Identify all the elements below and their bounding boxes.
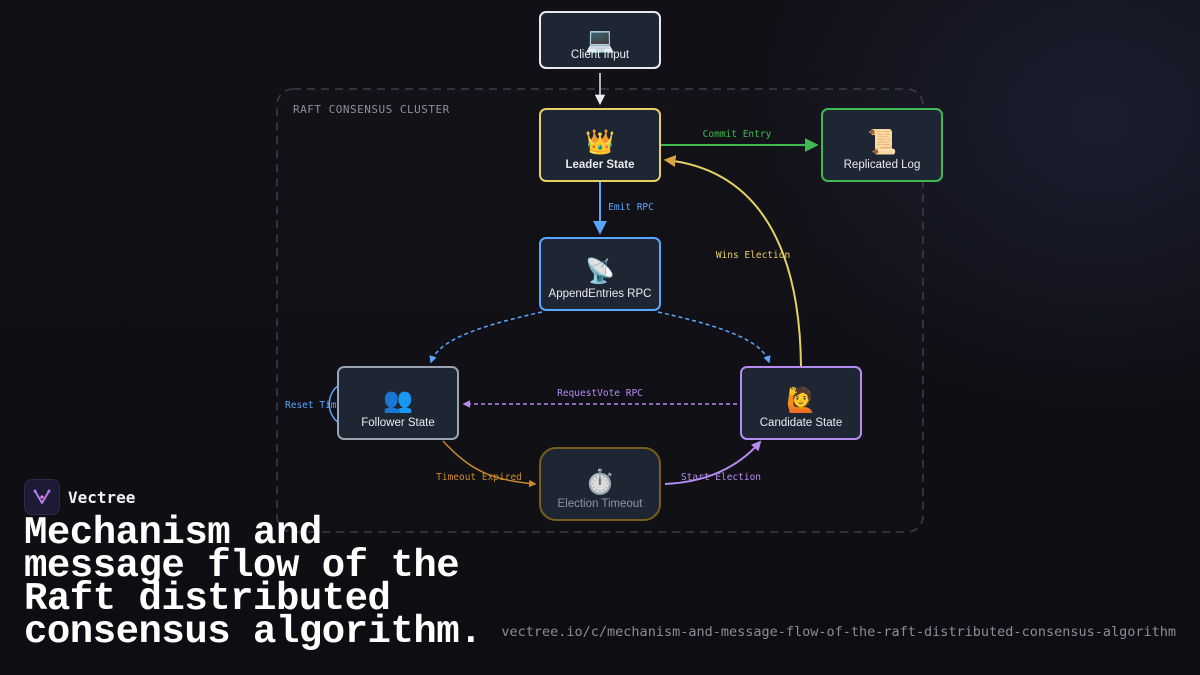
node-replicated-log[interactable]: 📜 Replicated Log bbox=[821, 108, 943, 182]
edge-timeout-expired bbox=[442, 440, 537, 488]
edge-label-reset-timer: Reset Timer bbox=[285, 400, 348, 411]
edge-append-to-follower bbox=[429, 311, 543, 364]
page-url[interactable]: vectree.io/c/mechanism-and-message-flow-… bbox=[501, 624, 1176, 640]
edges: Commit Entry Emit RPC Wins Election Requ… bbox=[285, 73, 819, 488]
node-leader-state[interactable]: 👑 Leader State bbox=[539, 108, 661, 182]
laptop-icon: 💻 bbox=[585, 26, 615, 54]
node-label-leader-state: Leader State bbox=[565, 159, 634, 171]
node-label-election-timeout: Election Timeout bbox=[557, 498, 643, 510]
node-client-input[interactable]: 💻 Client Input bbox=[539, 11, 661, 69]
edge-reset-timer bbox=[328, 384, 340, 424]
vectree-logo-icon bbox=[24, 479, 60, 515]
node-label-follower-state: Follower State bbox=[361, 417, 435, 429]
people-icon: 👥 bbox=[383, 386, 413, 414]
crown-icon: 👑 bbox=[585, 128, 615, 156]
scroll-icon: 📜 bbox=[867, 128, 897, 156]
brand: Vectree bbox=[24, 479, 135, 515]
node-label-appendentries-rpc: AppendEntries RPC bbox=[549, 288, 652, 300]
edge-label-request-vote: RequestVote RPC bbox=[557, 388, 643, 399]
edge-label-emit-rpc: Emit RPC bbox=[608, 202, 654, 213]
stopwatch-icon: ⏱️ bbox=[585, 468, 615, 496]
node-follower-state[interactable]: 👥 Follower State bbox=[337, 366, 459, 440]
edge-append-to-candidate bbox=[657, 311, 771, 364]
brand-name: Vectree bbox=[68, 487, 136, 507]
node-label-client-input: Client Input bbox=[571, 49, 630, 61]
node-candidate-state[interactable]: 🙋 Candidate State bbox=[740, 366, 862, 440]
node-election-timeout[interactable]: ⏱️ Election Timeout bbox=[539, 447, 661, 521]
satellite-antenna-icon: 📡 bbox=[585, 255, 615, 285]
headline: Mechanism and message flow of the Raft d… bbox=[24, 511, 483, 654]
edge-wins-election bbox=[663, 155, 802, 368]
edge-label-wins-election: Wins Election bbox=[716, 250, 790, 261]
node-label-replicated-log: Replicated Log bbox=[844, 159, 921, 171]
node-appendentries-rpc[interactable]: 📡 AppendEntries RPC bbox=[539, 237, 661, 311]
cluster-boundary bbox=[276, 88, 924, 533]
edge-label-timeout-expired: Timeout Expired bbox=[436, 472, 522, 483]
raising-hand-icon: 🙋 bbox=[786, 386, 816, 414]
edge-start-election bbox=[664, 440, 762, 485]
edge-label-commit-entry: Commit Entry bbox=[703, 129, 772, 140]
cluster-label: RAFT CONSENSUS CLUSTER bbox=[293, 103, 450, 116]
node-label-candidate-state: Candidate State bbox=[760, 417, 842, 429]
edge-label-start-election: Start Election bbox=[681, 472, 761, 483]
